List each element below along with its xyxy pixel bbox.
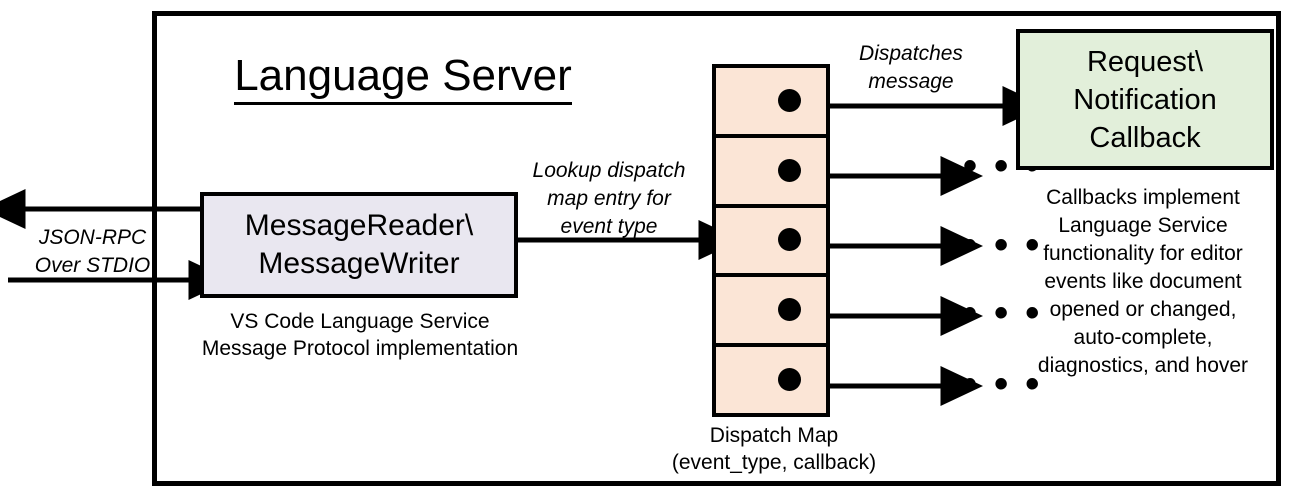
lookup-label-line-3: event type	[560, 215, 658, 238]
callback-caption-line-1: Callbacks implement	[1046, 186, 1240, 209]
callback-caption-line-2: Language Service	[1058, 214, 1228, 237]
callback-line-1: Request\	[1086, 45, 1204, 78]
jsonrpc-over-stdio-label: JSON-RPC Over STDIO	[20, 224, 165, 280]
callback-description-caption: Callbacks implement Language Service fun…	[1008, 184, 1278, 380]
dispatch-map-caption: Dispatch Map (event_type, callback)	[650, 422, 898, 476]
page-title: Language Server	[233, 50, 573, 105]
message-reader-writer-caption: VS Code Language Service Message Protoco…	[190, 308, 530, 362]
dispatch-entry-dot-icon	[778, 228, 801, 252]
table-row[interactable]	[716, 138, 826, 208]
callback-caption-line-7: diagnostics, and hover	[1037, 354, 1249, 377]
lookup-dispatch-label: Lookup dispatch map entry for event type	[514, 157, 704, 241]
language-server-boundary	[152, 11, 1281, 486]
message-reader-writer-box[interactable]: MessageReader\ MessageWriter	[200, 192, 518, 298]
lookup-label-line-1: Lookup dispatch	[532, 159, 686, 182]
dispatch-entry-dot-icon	[778, 298, 801, 322]
message-reader-writer-label: MessageReader\ MessageWriter	[245, 207, 473, 283]
table-row[interactable]	[716, 68, 826, 138]
caption-line-1: VS Code Language Service	[230, 310, 490, 333]
dispatches-label-line-2: message	[868, 70, 954, 93]
table-row[interactable]	[716, 208, 826, 278]
dispatch-entry-dot-icon	[778, 368, 801, 392]
table-row[interactable]	[716, 347, 826, 413]
dispatch-map-caption-line-1: Dispatch Map	[709, 424, 839, 447]
dispatch-map-table[interactable]	[712, 64, 830, 417]
dispatch-entry-dot-icon	[778, 158, 801, 182]
dispatch-map-caption-line-2: (event_type, callback)	[671, 451, 877, 474]
callback-caption-line-4: events like document	[1044, 270, 1242, 293]
callback-line-2: Notification	[1073, 83, 1217, 116]
callback-caption-line-5: opened or changed,	[1049, 298, 1237, 321]
callback-box-label: Request\ Notification Callback	[1073, 43, 1216, 157]
request-notification-callback-box[interactable]: Request\ Notification Callback	[1016, 29, 1274, 170]
callback-caption-line-3: functionality for editor	[1043, 242, 1243, 265]
jsonrpc-label-line-1: JSON-RPC	[38, 226, 147, 249]
message-reader-line: MessageReader\	[244, 209, 474, 242]
page-title-text: Language Server	[234, 51, 572, 105]
table-row[interactable]	[716, 277, 826, 348]
dispatches-label-line-1: Dispatches	[859, 42, 963, 65]
callback-caption-line-6: auto-complete,	[1073, 326, 1213, 349]
lookup-label-line-2: map entry for	[547, 187, 671, 210]
jsonrpc-label-line-2: Over STDIO	[34, 254, 151, 277]
dispatches-message-label: Dispatches message	[836, 40, 986, 96]
caption-line-2: Message Protocol implementation	[201, 337, 519, 360]
message-writer-line: MessageWriter	[258, 247, 460, 280]
dispatch-entry-dot-icon	[778, 88, 801, 112]
callback-line-3: Callback	[1089, 121, 1201, 154]
